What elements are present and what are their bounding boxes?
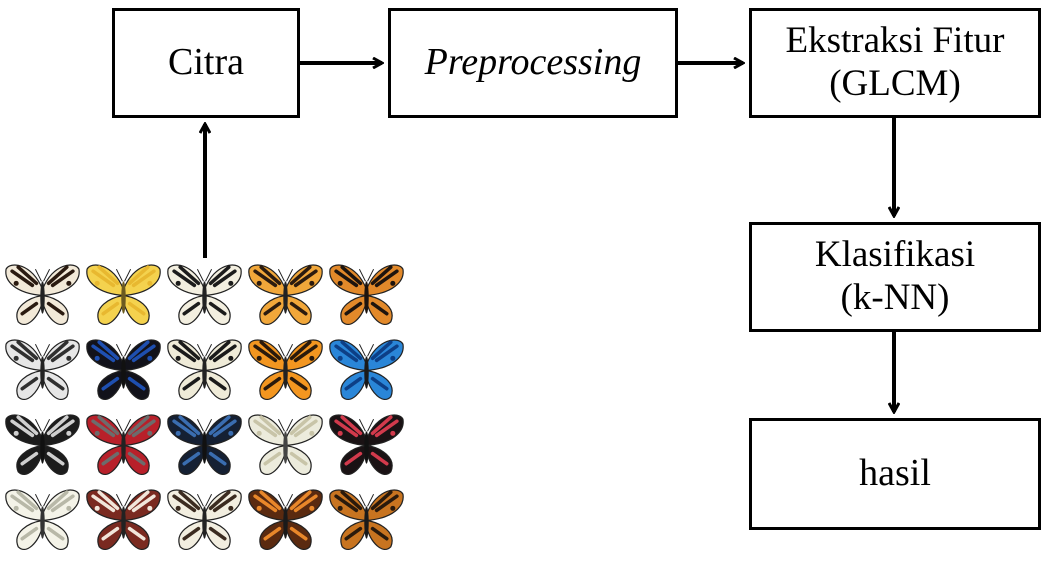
butterfly-image: [167, 489, 242, 550]
classification-label: Klasifikasi: [814, 234, 976, 276]
preprocessing-label: Preprocessing: [424, 41, 642, 84]
citra-label: Citra: [168, 41, 244, 84]
butterfly-image: [329, 264, 404, 325]
feature-extraction-node: Ekstraksi Fitur (GLCM): [749, 8, 1041, 118]
butterfly-image: [86, 489, 161, 550]
feature-extraction-label: Ekstraksi Fitur: [785, 20, 1005, 62]
classification-node: Klasifikasi (k-NN): [749, 222, 1041, 332]
butterfly-image: [5, 489, 80, 550]
butterfly-image: [5, 339, 80, 400]
butterfly-image: [248, 264, 323, 325]
butterfly-image: [167, 264, 242, 325]
butterfly-image: [5, 414, 80, 475]
preprocessing-node: Preprocessing: [388, 8, 678, 118]
butterfly-image: [248, 414, 323, 475]
result-label: hasil: [859, 452, 931, 495]
citra-node: Citra: [112, 8, 300, 118]
butterfly-image: [167, 339, 242, 400]
butterfly-image: [5, 264, 80, 325]
feature-extraction-method: (GLCM): [829, 63, 961, 104]
butterfly-image: [329, 339, 404, 400]
butterfly-image: [248, 339, 323, 400]
butterfly-dataset-grid: [2, 258, 410, 558]
butterfly-image: [86, 339, 161, 400]
butterfly-image: [86, 414, 161, 475]
butterfly-image: [329, 489, 404, 550]
butterfly-image: [248, 489, 323, 550]
result-node: hasil: [749, 418, 1041, 530]
butterfly-image: [167, 414, 242, 475]
butterfly-image: [86, 264, 161, 325]
classification-method: (k-NN): [840, 277, 950, 318]
butterfly-image: [329, 414, 404, 475]
